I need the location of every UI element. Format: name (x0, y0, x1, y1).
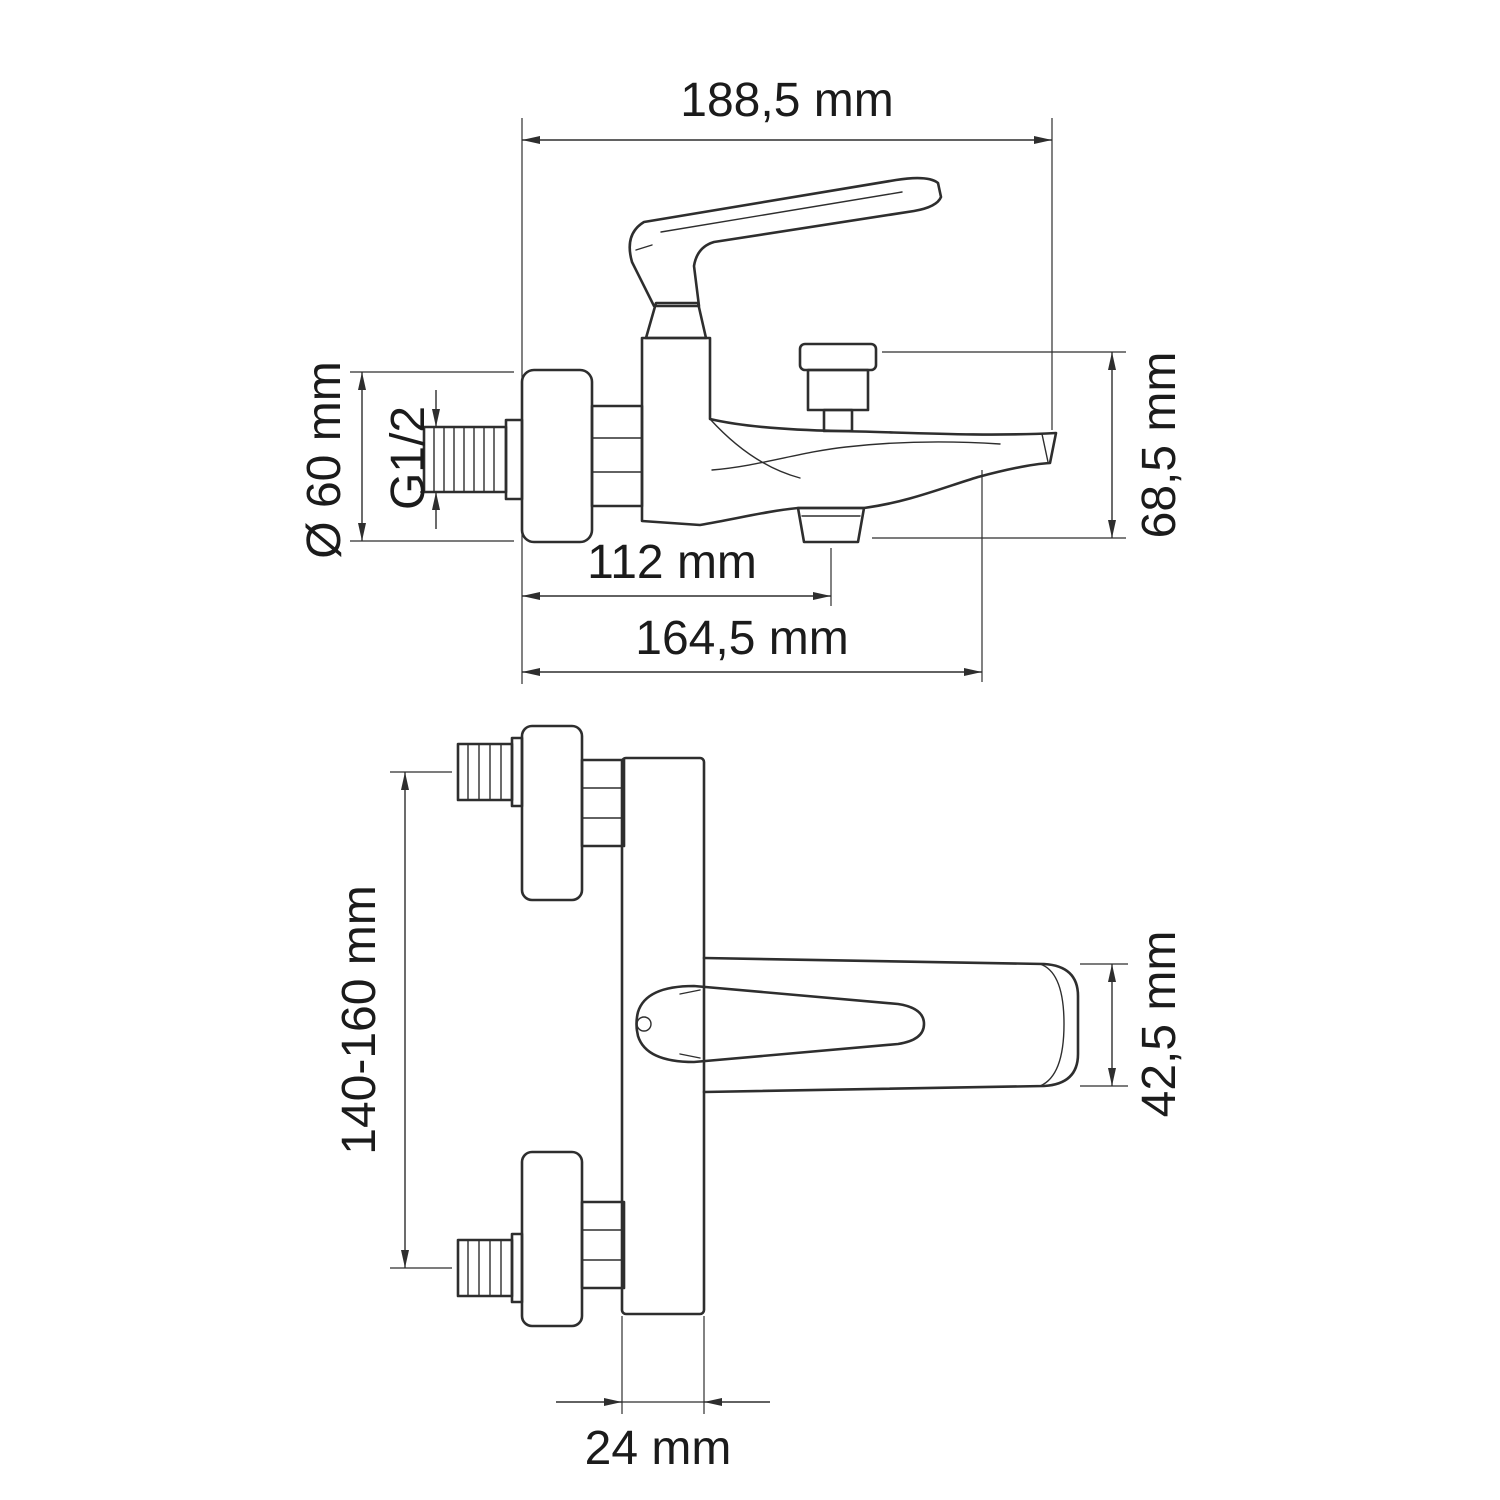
plan-view: 140-160 mm 42,5 mm 24 mm (333, 724, 1186, 1475)
thread-lines (433, 426, 495, 493)
bottom-connection (456, 1150, 626, 1328)
handle-pivot-dot (636, 1016, 652, 1032)
dim-spout-end-height: 42,5 mm (1080, 931, 1186, 1118)
dim-flange-diameter-label: Ø 60 mm (298, 361, 351, 558)
side-view: 188,5 mm 68,5 mm Ø 60 mm G1/2 (298, 74, 1186, 684)
top-connection (456, 724, 626, 902)
dim-aerator-offset: 112 mm (522, 536, 832, 606)
spout-plan (702, 956, 1080, 1094)
dim-spout-reach-label: 164,5 mm (635, 612, 848, 665)
body-plate (620, 756, 706, 1316)
dim-total-width: 188,5 mm (521, 74, 1053, 684)
faucet-body-spout (640, 336, 1058, 527)
bottom-flange (520, 1150, 584, 1328)
hex-nut (590, 404, 644, 508)
bottom-nut (580, 1200, 626, 1290)
dim-height-label: 68,5 mm (1133, 352, 1186, 539)
dim-height: 68,5 mm (872, 351, 1186, 539)
bottom-nipple (456, 1232, 524, 1304)
dim-body-width-label: 24 mm (585, 1422, 732, 1475)
dim-total-width-label: 188,5 mm (680, 74, 893, 127)
dim-mounting-centers-label: 140-160 mm (333, 885, 386, 1154)
aerator (796, 506, 866, 544)
wall-flange (520, 368, 594, 544)
dim-spout-end-height-label: 42,5 mm (1133, 931, 1186, 1118)
top-flange (520, 724, 584, 902)
top-nipple (456, 736, 524, 808)
faucet-handle (628, 176, 943, 340)
dim-body-width: 24 mm (556, 1316, 770, 1475)
dim-thread: G1/2 (382, 390, 448, 529)
top-nut (580, 758, 626, 848)
handle-plan (635, 984, 926, 1064)
dim-mounting-centers: 140-160 mm (333, 771, 452, 1269)
diverter-knob (798, 342, 878, 433)
dim-spout-reach: 164,5 mm (522, 470, 983, 682)
dim-thread-label: G1/2 (382, 406, 435, 510)
dim-flange-diameter: Ø 60 mm (298, 361, 514, 559)
threaded-nipple (422, 418, 524, 501)
dim-aerator-offset-label: 112 mm (587, 536, 757, 589)
